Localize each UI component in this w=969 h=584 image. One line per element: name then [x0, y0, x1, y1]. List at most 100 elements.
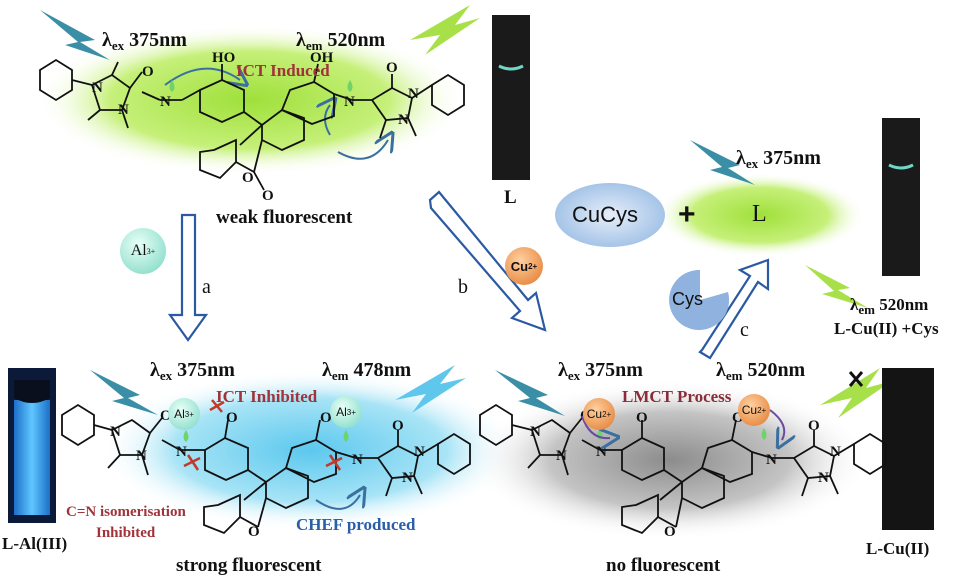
top-ict-label: ICT Induced: [236, 61, 330, 80]
svg-text:N: N: [818, 470, 829, 486]
ict-arrow-top-2: [337, 140, 388, 160]
lightning-icon-bl-em: [395, 365, 466, 413]
vial-LCuCys: [882, 118, 920, 276]
svg-text:N: N: [176, 444, 187, 460]
L-label: L: [752, 201, 767, 227]
arrow-a: [167, 213, 209, 342]
lightning-icon-right-em: [805, 265, 868, 308]
lightning-icon-top-em: [410, 5, 480, 55]
green-drop-4: [343, 430, 349, 442]
vial-LAl-solution: [14, 400, 50, 515]
svg-text:N: N: [408, 86, 419, 102]
bl-caption: strong fluorescent: [176, 555, 322, 576]
molecule-bl: [61, 403, 471, 535]
lightning-icon-right-ex: [690, 140, 755, 185]
lightning-icon-bl-ex: [90, 370, 158, 415]
vial-LCu-label: L-Cu(II): [866, 539, 930, 558]
green-drop-1: [169, 80, 175, 92]
arrow-c: [698, 258, 770, 360]
lightning-icon-br-ex: [495, 370, 565, 416]
svg-text:HO: HO: [212, 50, 235, 66]
arrow-b-label: b: [458, 276, 468, 298]
arrow-b: [428, 190, 547, 332]
vial-L: [492, 15, 530, 180]
bl-isomer-line1: C=N isomerisation: [66, 504, 186, 520]
br-em-label: λem 520nm: [716, 359, 806, 383]
vial-LCuCys-label: L-Cu(II) +Cys: [834, 319, 939, 338]
top-em-label: λem 520nm: [296, 29, 386, 53]
cucys-label: CuCys: [572, 202, 639, 227]
molecule-br: [479, 403, 887, 535]
arrow-c-label: c: [740, 319, 749, 341]
svg-text:N: N: [352, 452, 363, 468]
svg-text:O: O: [808, 418, 820, 434]
br-lmct-label: LMCT Process: [622, 387, 732, 406]
ict-arrow-top-1: [164, 69, 240, 85]
br-ex-label: λex 375nm: [558, 359, 643, 383]
svg-text:N: N: [110, 424, 121, 440]
bl-chef-label: CHEF produced: [296, 515, 416, 534]
svg-text:O: O: [392, 418, 404, 434]
vial-LCu: [882, 368, 934, 530]
cross-icon: [848, 371, 864, 387]
svg-text:O: O: [664, 524, 676, 540]
green-glow-L: [655, 173, 865, 257]
red-cross-marks: [183, 399, 343, 471]
svg-text:O: O: [142, 64, 154, 80]
bl-ex-label: λex 375nm: [150, 359, 235, 383]
svg-text:N: N: [118, 102, 129, 118]
green-drop-3: [183, 430, 189, 442]
bl-em-label: λem 478nm: [322, 359, 412, 383]
grey-glow-bottom: [470, 380, 870, 540]
vial-LAl-label: L-Al(III): [2, 534, 68, 553]
vial-LAl-cap: [14, 380, 50, 403]
right-ex-label: λex 375nm: [736, 147, 821, 171]
svg-text:O: O: [386, 60, 398, 76]
molecule-top: [39, 58, 465, 191]
svg-text:N: N: [530, 424, 541, 440]
svg-text:N: N: [160, 94, 171, 110]
svg-text:O: O: [248, 524, 260, 540]
svg-text:OH: OH: [310, 50, 334, 66]
svg-text:N: N: [830, 444, 841, 460]
green-glow-top: [35, 25, 465, 175]
cys-pie: [669, 269, 730, 330]
svg-text:N: N: [414, 444, 425, 460]
right-em-label: λem 520nm: [850, 295, 929, 317]
svg-text:O: O: [732, 410, 744, 426]
top-ex-label: λex 375nm: [102, 29, 187, 53]
molecule-bl-atoms: O N N N O O O N O N N: [110, 408, 425, 540]
cys-label: Cys: [672, 289, 703, 309]
svg-text:O: O: [262, 188, 274, 204]
green-drop-2: [347, 80, 353, 92]
plus-sign: +: [678, 198, 696, 231]
svg-text:O: O: [226, 410, 238, 426]
svg-text:O: O: [160, 408, 172, 424]
svg-text:N: N: [402, 470, 413, 486]
svg-text:O: O: [636, 410, 648, 426]
svg-text:N: N: [766, 452, 777, 468]
br-caption: no fluorescent: [606, 555, 721, 576]
svg-text:N: N: [596, 444, 607, 460]
lightning-icon-br-em: [820, 368, 892, 418]
molecule-top-atoms: O N N N HO OH O O N O N N: [92, 50, 419, 204]
lightning-icon-top-ex: [40, 10, 110, 60]
bl-ict-label: ICT Inhibited: [216, 387, 318, 406]
cucys-blob: [555, 183, 665, 247]
green-drop-6: [761, 428, 767, 440]
svg-text:N: N: [92, 80, 103, 96]
vial-L-label: L: [504, 187, 517, 208]
vial-LCuCys-meniscus: [888, 163, 914, 170]
svg-text:N: N: [344, 94, 355, 110]
arrow-a-label: a: [202, 276, 211, 298]
chef-arrow: [315, 495, 360, 510]
svg-text:N: N: [556, 448, 567, 464]
